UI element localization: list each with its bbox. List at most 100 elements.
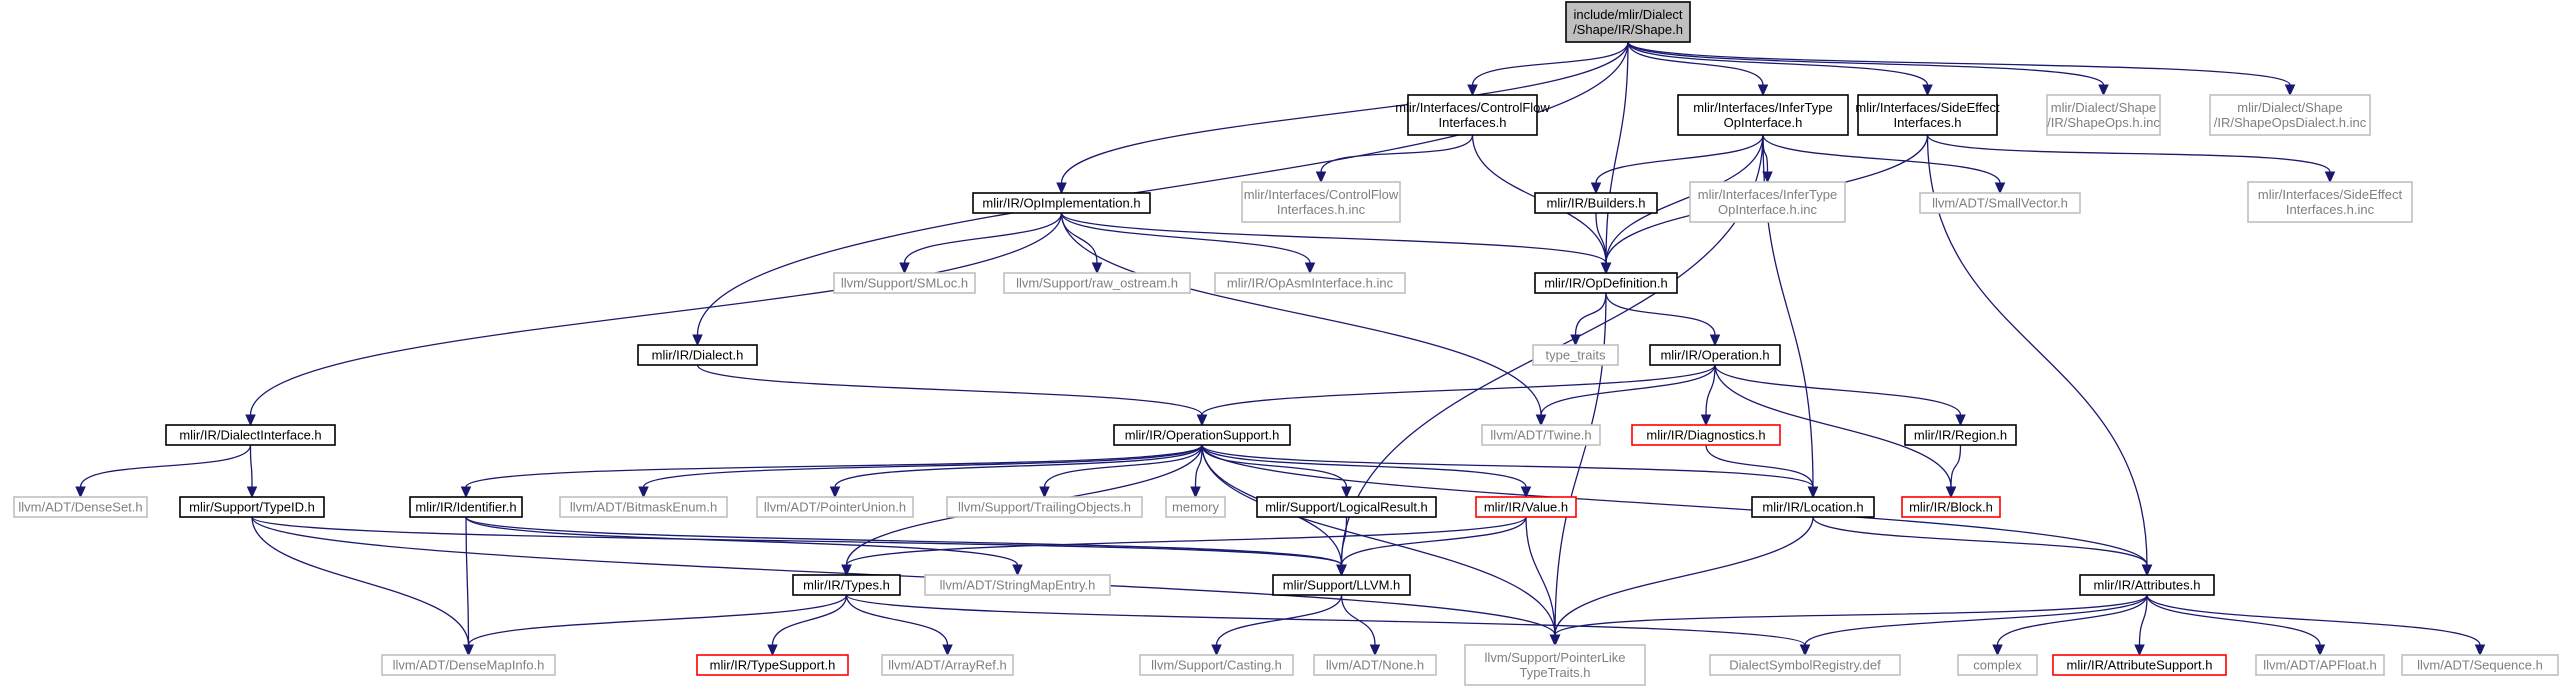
node-attrsupport[interactable]: mlir/IR/AttributeSupport.h xyxy=(2052,654,2227,676)
node-block[interactable]: mlir/IR/Block.h xyxy=(1901,496,2001,518)
edge-root-to-sei xyxy=(1627,41,1933,97)
node-label: OpInterface.h.inc xyxy=(1718,202,1817,217)
node-typesupport[interactable]: mlir/IR/TypeSupport.h xyxy=(696,654,849,676)
node-label: mlir/IR/Identifier.h xyxy=(415,500,516,515)
node-label: mlir/Support/LogicalResult.h xyxy=(1265,500,1428,515)
edge-opimpl-to-opasm xyxy=(1060,212,1316,275)
node-types[interactable]: mlir/IR/Types.h xyxy=(792,574,901,596)
node-casting: llvm/Support/Casting.h xyxy=(1139,654,1294,676)
edge-root-to-cfi xyxy=(1467,41,1629,97)
node-label: llvm/Support/TrailingObjects.h xyxy=(958,500,1131,515)
node-box xyxy=(2255,654,2385,676)
edge-root-to-dialect xyxy=(692,41,1629,347)
node-label: TypeTraits.h xyxy=(1519,665,1590,680)
edge-opsupport-to-location xyxy=(1201,444,1819,499)
edge-attributes-to-complex xyxy=(1992,594,2148,657)
node-llvmh[interactable]: mlir/Support/LLVM.h xyxy=(1272,574,1411,596)
node-box xyxy=(1475,496,1577,518)
node-logicalresult[interactable]: mlir/Support/LogicalResult.h xyxy=(1256,496,1437,518)
node-opsupport[interactable]: mlir/IR/OperationSupport.h xyxy=(1113,424,1291,446)
node-label: Interfaces.h.inc xyxy=(2286,202,2375,217)
edge-types-to-typesupport xyxy=(767,594,848,657)
node-label: llvm/ADT/StringMapEntry.h xyxy=(940,578,1096,593)
node-label: mlir/IR/Location.h xyxy=(1762,500,1863,515)
node-box xyxy=(1481,424,1601,446)
node-label: mlir/Dialect/Shape xyxy=(2051,100,2157,115)
edge-cfi-to-cfiinc xyxy=(1315,134,1474,184)
edge-attributes-to-dialectsymreg xyxy=(1799,594,2148,657)
edge-opsupport-to-memory xyxy=(1190,444,1203,499)
node-location[interactable]: mlir/IR/Location.h xyxy=(1751,496,1875,518)
node-label: llvm/Support/SMLoc.h xyxy=(841,276,968,291)
edge-attributes-to-sequence xyxy=(2146,594,2486,657)
node-label: include/mlir/Dialect xyxy=(1573,7,1682,22)
dependency-edges xyxy=(75,41,2486,657)
node-root[interactable]: include/mlir/Dialect/Shape/IR/Shape.h xyxy=(1565,1,1691,43)
edge-opimpl-to-twine xyxy=(1060,212,1547,427)
node-label: complex xyxy=(1973,658,2022,673)
node-opimpl[interactable]: mlir/IR/OpImplementation.h xyxy=(972,192,1151,214)
node-box xyxy=(637,344,758,366)
edge-opsupport-to-value xyxy=(1201,444,1532,499)
node-box xyxy=(409,496,523,518)
node-label: mlir/IR/Operation.h xyxy=(1660,348,1769,363)
node-box xyxy=(1313,654,1437,676)
node-box xyxy=(1532,344,1619,366)
edge-opsupport-to-pointerunion xyxy=(829,444,1203,499)
edge-operation-to-region xyxy=(1714,364,1966,427)
node-opdef[interactable]: mlir/IR/OpDefinition.h xyxy=(1534,272,1678,294)
node-region[interactable]: mlir/IR/Region.h xyxy=(1904,424,2017,446)
node-value[interactable]: mlir/IR/Value.h xyxy=(1475,496,1577,518)
node-box xyxy=(1003,272,1191,294)
node-box xyxy=(2079,574,2215,596)
node-label: llvm/ADT/Twine.h xyxy=(1490,428,1591,443)
node-dialectiface[interactable]: mlir/IR/DialectInterface.h xyxy=(165,424,336,446)
node-label: mlir/Support/LLVM.h xyxy=(1283,578,1401,593)
edge-root-to-iti xyxy=(1627,41,1769,97)
node-label: mlir/IR/Block.h xyxy=(1909,500,1993,515)
node-identifier[interactable]: mlir/IR/Identifier.h xyxy=(409,496,523,518)
node-label: llvm/ADT/SmallVector.h xyxy=(1932,196,2068,211)
edge-llvmh-to-casting xyxy=(1211,594,1343,657)
node-diagnostics[interactable]: mlir/IR/Diagnostics.h xyxy=(1631,424,1781,446)
edge-value-to-llvmh xyxy=(1336,516,1527,577)
node-box xyxy=(946,496,1143,518)
node-box xyxy=(1751,496,1875,518)
node-box xyxy=(2401,654,2559,676)
node-box xyxy=(696,654,849,676)
node-label: llvm/ADT/DenseSet.h xyxy=(18,500,142,515)
node-label: /Shape/IR/Shape.h xyxy=(1573,22,1683,37)
edge-llvmh-to-none xyxy=(1340,594,1381,657)
node-label: mlir/IR/Types.h xyxy=(803,578,890,593)
node-label: Interfaces.h xyxy=(1894,115,1962,130)
node-builders[interactable]: mlir/IR/Builders.h xyxy=(1534,192,1658,214)
node-label: mlir/IR/Diagnostics.h xyxy=(1646,428,1765,443)
node-dialect[interactable]: mlir/IR/Dialect.h xyxy=(637,344,758,366)
edge-diagnostics-to-location xyxy=(1705,444,1819,499)
node-seiinc: mlir/Interfaces/SideEffectInterfaces.h.i… xyxy=(2247,181,2413,223)
node-label: /IR/ShapeOpsDialect.h.inc xyxy=(2214,115,2367,130)
node-arrayref: llvm/ADT/ArrayRef.h xyxy=(881,654,1014,676)
edge-iti-to-smallvector xyxy=(1762,134,2006,195)
node-attributes[interactable]: mlir/IR/Attributes.h xyxy=(2079,574,2215,596)
edge-root-to-opimpl xyxy=(1056,41,1629,195)
node-box xyxy=(1857,94,1998,136)
node-box xyxy=(1534,272,1678,294)
edge-operation-to-twine xyxy=(1535,364,1716,427)
node-label: mlir/IR/OpImplementation.h xyxy=(982,196,1140,211)
node-cfiinc: mlir/Interfaces/ControlFlowInterfaces.h.… xyxy=(1241,181,1401,223)
node-label: llvm/ADT/BitmaskEnum.h xyxy=(570,500,717,515)
node-box xyxy=(1272,574,1411,596)
node-operation[interactable]: mlir/IR/Operation.h xyxy=(1649,344,1781,366)
node-label: mlir/Dialect/Shape xyxy=(2237,100,2343,115)
edge-opsupport-to-logicalresult xyxy=(1201,444,1352,499)
node-box xyxy=(833,272,976,294)
node-typeid[interactable]: mlir/Support/TypeID.h xyxy=(179,496,325,518)
node-shapeopsdialect: mlir/Dialect/Shape/IR/ShapeOpsDialect.h.… xyxy=(2209,94,2371,136)
edge-types-to-densemapinfo xyxy=(463,594,848,657)
node-box xyxy=(881,654,1014,676)
node-stringmapentry: llvm/ADT/StringMapEntry.h xyxy=(924,574,1111,596)
